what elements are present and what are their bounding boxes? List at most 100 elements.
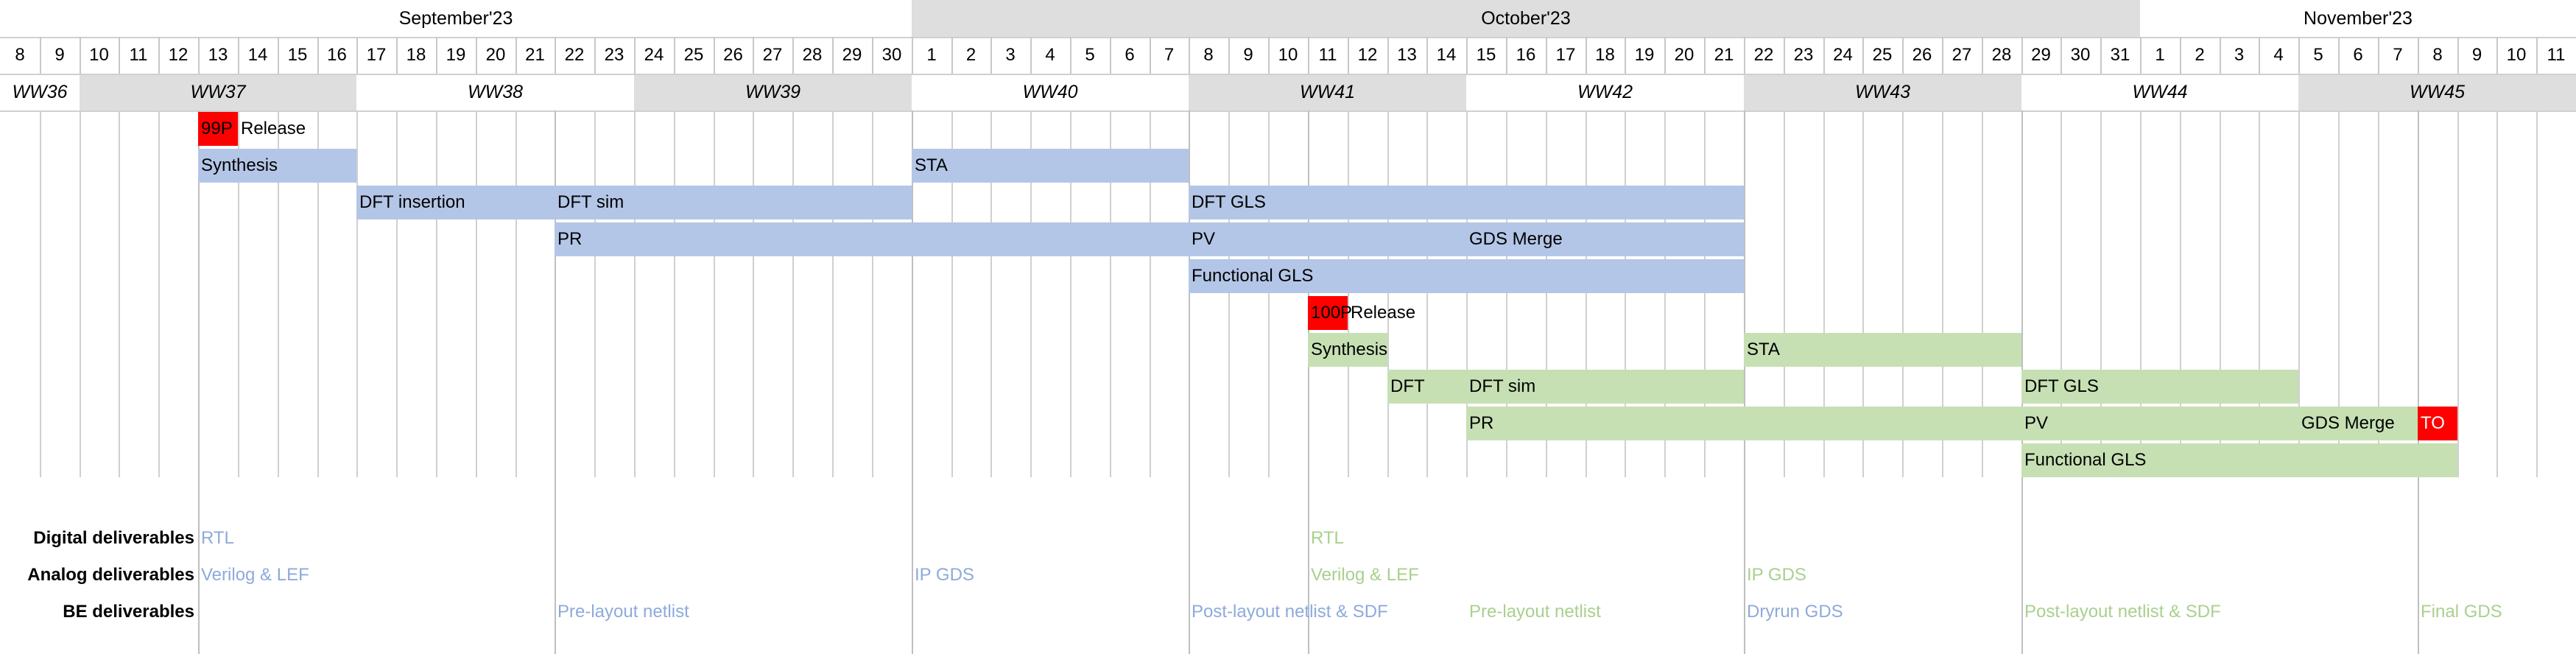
task-bar[interactable]: DFT	[1387, 370, 1466, 404]
day-header: 9	[2471, 45, 2482, 65]
day-header: 24	[644, 45, 664, 65]
grid-column-line	[990, 110, 992, 477]
day-header: 25	[1872, 45, 1893, 65]
header-column-separator	[1664, 37, 1666, 74]
day-header: 4	[2273, 45, 2284, 65]
deliverable-item: Post-layout netlist & SDF	[2024, 602, 2221, 622]
task-bar[interactable]: DFT GLS	[1189, 186, 1744, 219]
deliverable-item: Dryrun GDS	[1747, 602, 1843, 622]
grid-column-line	[2180, 110, 2181, 477]
header-column-separator	[2338, 37, 2340, 74]
grid-column-line	[317, 110, 319, 477]
grid-column-line	[396, 110, 398, 477]
grid-column-line	[2378, 110, 2379, 477]
header-column-separator	[1030, 37, 1032, 74]
day-header: 21	[1714, 45, 1734, 65]
grid-column-line	[1784, 110, 1785, 477]
day-header: 1	[926, 45, 937, 65]
header-column-separator	[2536, 37, 2538, 74]
header-column-separator	[2457, 37, 2459, 74]
milestone-marker[interactable]: 100P	[1308, 296, 1352, 330]
day-header: 5	[2313, 45, 2323, 65]
week-header: WW45	[2298, 74, 2576, 110]
day-header: 31	[2110, 45, 2130, 65]
day-header: 12	[1357, 45, 1378, 65]
header-column-separator	[714, 37, 715, 74]
task-bar[interactable]: PR	[555, 222, 1189, 256]
grid-column-line	[714, 110, 715, 477]
header-column-separator	[80, 37, 81, 74]
grid-column-line	[1110, 110, 1111, 477]
day-header: 8	[15, 45, 25, 65]
task-bar[interactable]: Synthesis	[198, 149, 356, 183]
day-header: 13	[1397, 45, 1417, 65]
grid-column-line	[515, 110, 517, 477]
task-bar[interactable]: Synthesis	[1308, 333, 1387, 367]
task-bar[interactable]: Functional GLS	[1189, 259, 1744, 293]
header-column-separator	[515, 37, 517, 74]
day-header: 30	[2070, 45, 2091, 65]
day-header: 12	[168, 45, 189, 65]
grid-column-line	[1030, 110, 1032, 477]
grid-column-line	[476, 110, 477, 477]
header-column-separator	[634, 37, 636, 74]
deliverable-item: RTL	[201, 528, 234, 548]
task-bar[interactable]: DFT sim	[555, 186, 912, 219]
day-header: 11	[1318, 45, 1337, 65]
grid-column-line	[2061, 110, 2062, 477]
header-column-separator	[2496, 37, 2498, 74]
task-bar[interactable]: PV	[1189, 222, 1466, 256]
milestone-marker[interactable]: TO	[2418, 407, 2457, 440]
day-header: 16	[1516, 45, 1536, 65]
header-column-separator	[158, 37, 160, 74]
grid-column-line	[594, 110, 596, 477]
deliverable-item: Verilog & LEF	[1311, 565, 1419, 585]
milestone-boundary-line	[1189, 110, 1190, 654]
task-bar[interactable]: PV	[2021, 407, 2298, 440]
header-column-separator	[792, 37, 794, 74]
deliverable-row-label: Digital deliverables	[33, 528, 194, 548]
task-bar[interactable]: GDS Merge	[2298, 407, 2418, 440]
milestone-marker[interactable]: 99P	[198, 112, 238, 146]
day-header: 20	[485, 45, 506, 65]
day-header: 14	[1436, 45, 1457, 65]
day-header: 26	[1912, 45, 1932, 65]
grid-column-line	[951, 110, 953, 477]
month-header: September'23	[398, 7, 513, 29]
grid-column-line	[1466, 110, 1468, 477]
week-header: WW38	[468, 81, 523, 102]
day-header: 4	[1045, 45, 1055, 65]
grid-column-line	[2298, 110, 2300, 477]
task-bar[interactable]: DFT insertion	[356, 186, 555, 219]
day-header: 6	[2353, 45, 2363, 65]
week-header: WW40	[1022, 81, 1078, 102]
task-bar[interactable]: DFT sim	[1466, 370, 1744, 404]
header-column-separator	[2140, 37, 2142, 74]
header-column-separator	[1387, 37, 1389, 74]
header-column-separator	[238, 37, 239, 74]
grid-column-line	[2338, 110, 2340, 477]
grid-column-line	[2536, 110, 2538, 477]
task-bar[interactable]: STA	[1744, 333, 2021, 367]
task-bar[interactable]: DFT GLS	[2021, 370, 2298, 404]
header-column-separator	[2378, 37, 2379, 74]
header-column-separator	[912, 37, 913, 74]
header-column-separator	[436, 37, 437, 74]
task-bar[interactable]: GDS Merge	[1466, 222, 1744, 256]
day-header: 23	[1793, 45, 1814, 65]
task-bar[interactable]: Functional GLS	[2021, 443, 2457, 477]
week-header: WW44	[2132, 81, 2188, 102]
grid-column-line	[1546, 110, 1547, 477]
header-column-separator	[1862, 37, 1864, 74]
header-column-separator	[40, 37, 41, 74]
task-bar[interactable]: PR	[1466, 407, 2021, 440]
header-column-separator	[1625, 37, 1626, 74]
header-column-separator	[1228, 37, 1230, 74]
week-header: WW42	[1577, 81, 1633, 102]
month-header: November'23	[2304, 7, 2413, 29]
grid-column-line	[119, 110, 120, 477]
header-column-separator	[1070, 37, 1071, 74]
grid-column-line	[2496, 110, 2498, 477]
task-bar[interactable]: STA	[912, 149, 1189, 183]
